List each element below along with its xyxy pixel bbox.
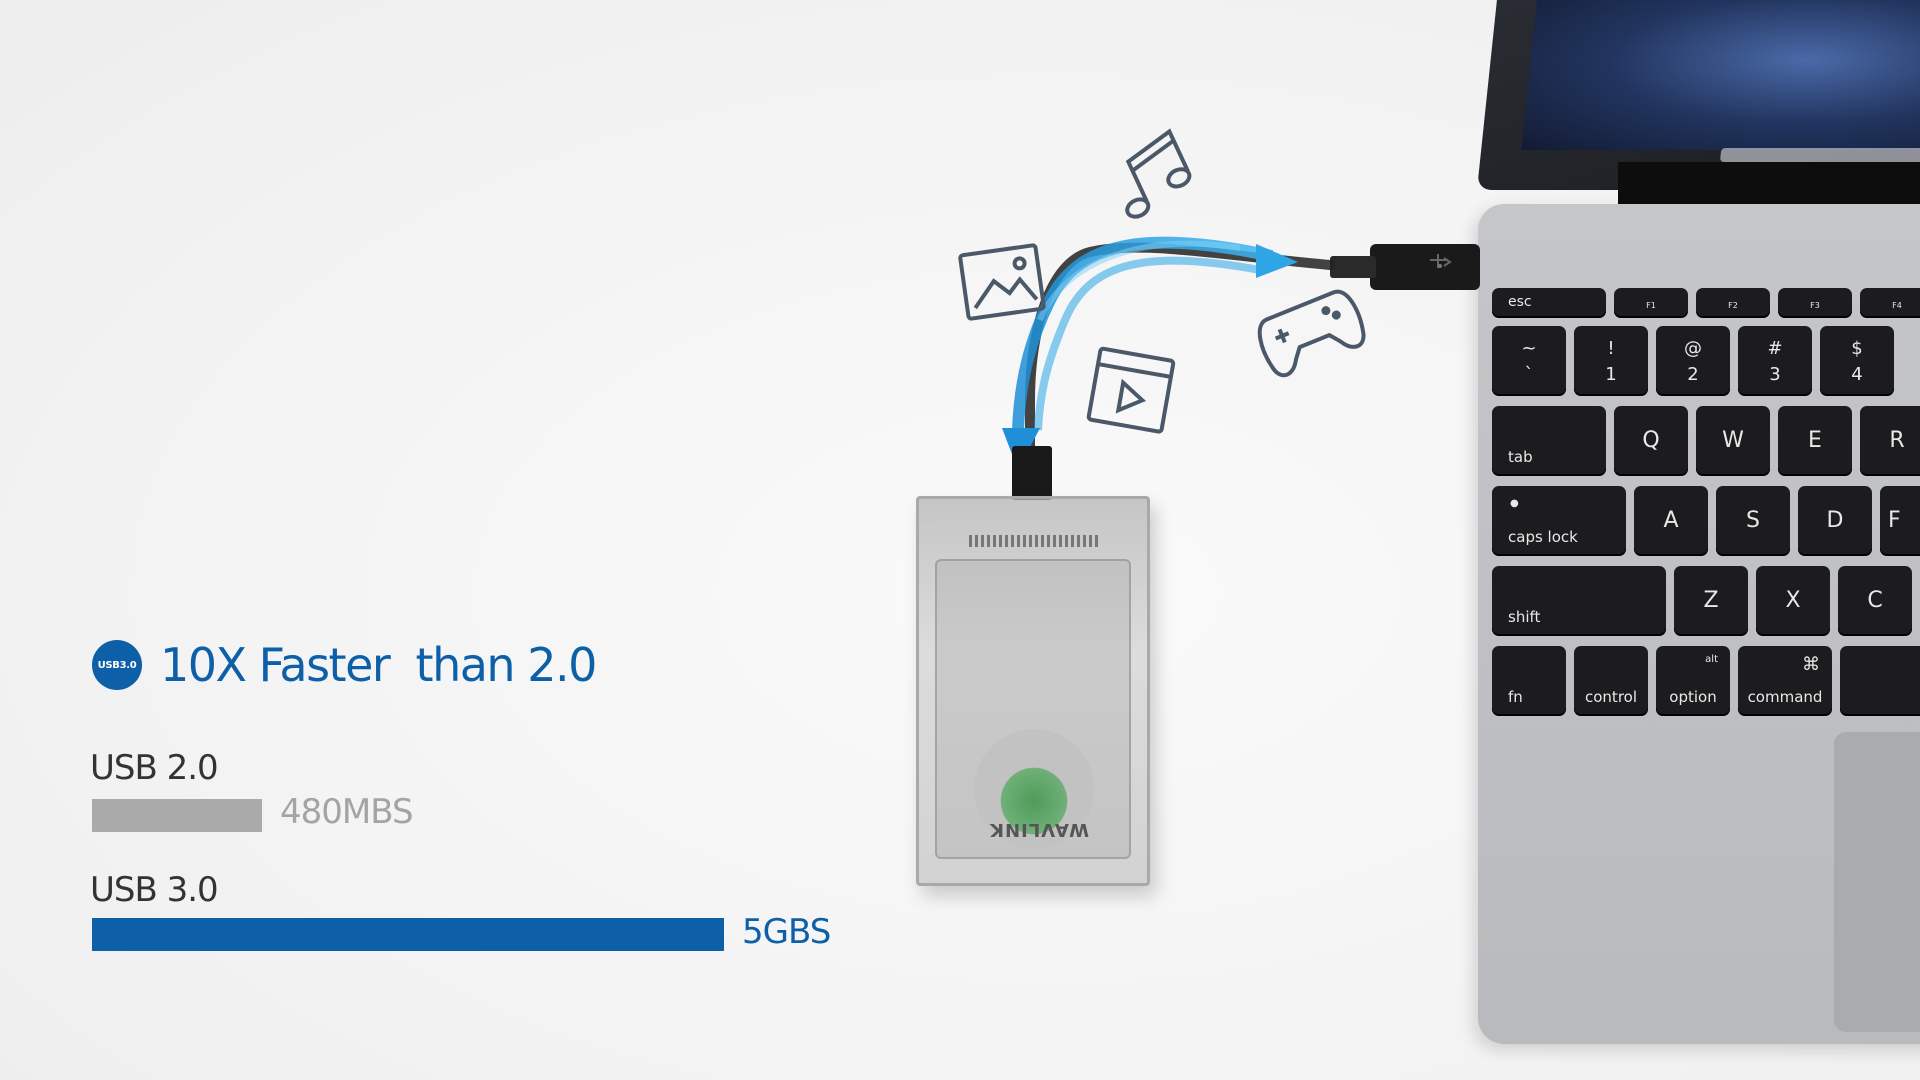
brand-logo: WAVLINK: [989, 819, 1089, 840]
key-f: F: [1880, 486, 1920, 556]
key-r: R: [1860, 406, 1920, 476]
key-s: S: [1716, 486, 1790, 556]
headline: USB3.0 10X Faster than 2.0: [92, 638, 597, 692]
usb3-label: USB 3.0: [90, 870, 219, 910]
key-w: W: [1696, 406, 1770, 476]
key-c: C: [1838, 566, 1912, 636]
key-space: [1840, 646, 1920, 716]
arrow-right-icon: [1256, 244, 1298, 278]
key-f2: F2: [1696, 288, 1770, 318]
key-caps-lock: ● caps lock: [1492, 486, 1626, 556]
key-3: # 3: [1738, 326, 1812, 396]
key-z: Z: [1674, 566, 1748, 636]
sata-connector: [969, 535, 1099, 547]
key-command: ⌘ command: [1738, 646, 1832, 716]
key-1: ! 1: [1574, 326, 1648, 396]
key-d: D: [1798, 486, 1872, 556]
key-f3: F3: [1778, 288, 1852, 318]
key-4: $ 4: [1820, 326, 1894, 396]
drive-label: [974, 729, 1094, 849]
video-play-icon: [1086, 346, 1176, 434]
key-f1: F1: [1614, 288, 1688, 318]
usb-icon: [1438, 264, 1442, 268]
key-e: E: [1778, 406, 1852, 476]
key-2: @ 2: [1656, 326, 1730, 396]
headline-text: 10X Faster than 2.0: [160, 638, 597, 692]
music-note-icon: [1125, 128, 1192, 219]
usb3-badge-icon: USB3.0: [92, 640, 142, 690]
key-a: A: [1634, 486, 1708, 556]
usb2-label: USB 2.0: [90, 748, 219, 788]
key-tilde: ~ `: [1492, 326, 1566, 396]
key-tab: tab: [1492, 406, 1606, 476]
usb2-speed-value: 480MBS: [280, 792, 414, 832]
gamepad-icon: [1257, 289, 1366, 378]
key-f4: F4: [1860, 288, 1920, 318]
usb3-speed-bar: [92, 918, 724, 951]
key-shift: shift: [1492, 566, 1666, 636]
key-esc: esc: [1492, 288, 1606, 318]
trackpad: [1834, 732, 1920, 1032]
usb3-speed-value: 5GBS: [742, 912, 831, 952]
key-q: Q: [1614, 406, 1688, 476]
key-option: alt option: [1656, 646, 1730, 716]
key-fn: fn: [1492, 646, 1566, 716]
enclosure-port: [1012, 446, 1052, 500]
key-x: X: [1756, 566, 1830, 636]
key-control: control: [1574, 646, 1648, 716]
hdd-enclosure: WAVLINK: [916, 496, 1150, 886]
image-icon: [958, 243, 1046, 321]
usb2-speed-bar: [92, 799, 262, 832]
usb-plug: [1330, 244, 1480, 290]
